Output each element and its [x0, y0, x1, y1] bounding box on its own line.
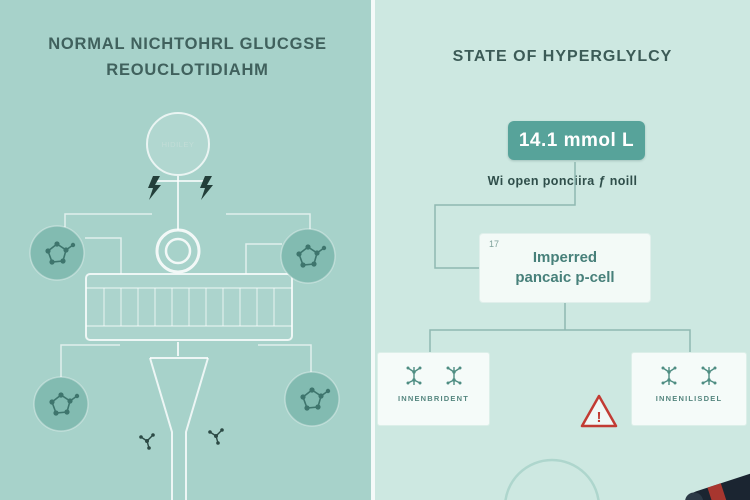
- molecule-badge-top-right: [280, 228, 336, 284]
- card-text-line2: pancaic p-cell: [515, 269, 615, 286]
- warning-triangle-icon: !: [580, 394, 618, 428]
- molecule-badge-bottom-right: [284, 371, 340, 427]
- molecule-box-left: INNENBRIDENT: [377, 352, 490, 426]
- bottom-cell-circle: [504, 458, 600, 500]
- normal-glucose-diagram: HIDILEY: [29, 112, 340, 500]
- glucose-value-badge: 14.1 mmol L: [508, 121, 645, 160]
- right-panel-subtitle: Wi open ponciira ƒ noill: [487, 174, 638, 188]
- card-number: 17: [489, 239, 500, 249]
- panel-hyperglycemia: STATE OF HYPERGLYLCY 14.1 mmol L Wi open…: [375, 0, 750, 500]
- right-panel-title: STATE OF HYPERGLYLCY: [452, 48, 673, 65]
- lightning-bolt-left-icon: [148, 176, 161, 200]
- top-connector-lines: [152, 176, 206, 230]
- left-title-line2: REOUCLOTIDIAHM: [106, 60, 269, 79]
- panel-divider: [371, 0, 375, 500]
- mini-molecule-icon: [660, 365, 678, 386]
- molecule-badge-top-left: [29, 225, 85, 281]
- warning-mark: !: [597, 409, 602, 426]
- panel-normal-glucose: NORMAL NICHTOHRL GLUCGSE REOUCLOTIDIAHM: [0, 0, 375, 500]
- card-text-line1: Imperred: [532, 248, 598, 266]
- left-title-line1: NORMAL NICHTOHRL GLUCGSE: [48, 35, 327, 53]
- molecule-box-right-label: INNENILISDEL: [655, 394, 723, 403]
- molecule-box-left-label: INNENBRIDENT: [397, 394, 470, 403]
- vessel-label: HIDILEY: [162, 140, 195, 149]
- vessel-circle: HIDILEY: [146, 112, 210, 176]
- left-panel-title: NORMAL NICHTOHRL GLUCGSE REOUCLOTIDIAHM: [0, 32, 375, 83]
- lightning-bolt-right-icon: [200, 176, 213, 200]
- mini-molecule-icon: [405, 365, 422, 386]
- hyperglycemia-diagram: !: [429, 162, 750, 500]
- impaired-cell-card: 17 Imperred pancaic p-cell: [479, 233, 651, 303]
- small-molecule-right-icon: [207, 427, 225, 446]
- card-text: Imperred pancaic p-cell: [515, 248, 614, 289]
- molecule-box-left-icons: [401, 363, 467, 389]
- molecule-box-right: INNENILISDEL: [631, 352, 747, 426]
- small-molecule-left-icon: [138, 432, 156, 451]
- molecule-badge-bottom-left: [33, 376, 89, 432]
- mini-molecule-icon: [445, 365, 462, 386]
- molecule-box-right-icons: [656, 363, 722, 389]
- insulin-pen: [685, 468, 750, 500]
- funnel-vessel: [149, 342, 209, 500]
- receptor-ring: [155, 228, 201, 274]
- mini-molecule-icon: [700, 365, 718, 386]
- right-connector-lines: [429, 162, 691, 352]
- cell-membrane: [85, 273, 293, 341]
